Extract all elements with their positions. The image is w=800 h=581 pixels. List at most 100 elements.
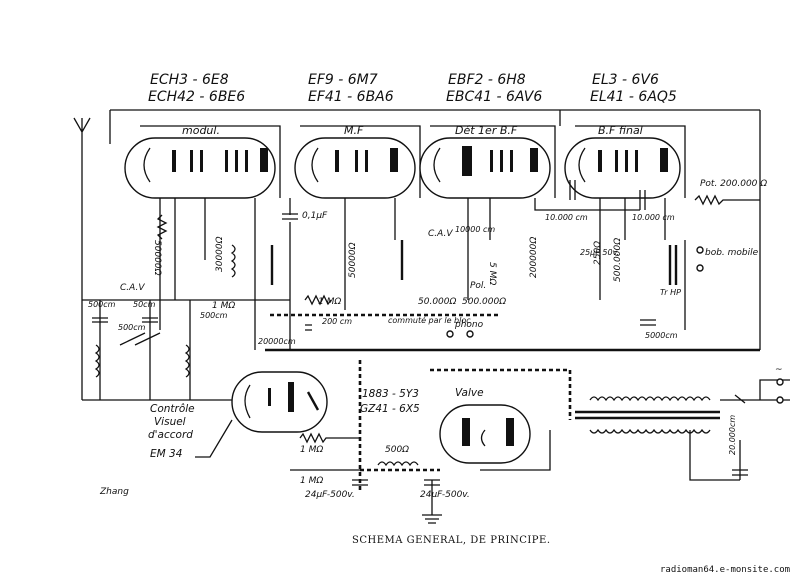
tube3-designation-1: EBF2 - 6H8 — [448, 72, 526, 88]
capacitor-500cm-a-label: 500cm — [88, 300, 116, 309]
tube-detector: Dét 1er B.F — [419, 124, 551, 199]
bob-mobile-label: bob. mobile — [705, 248, 759, 258]
speaker-terminal-a — [696, 246, 704, 254]
resistor-500k-pot-label: 500.000Ω — [462, 297, 506, 307]
filament-dashed-feed — [430, 368, 572, 420]
eye-tube-type: EM 34 — [150, 448, 182, 460]
resistor-1m-eye-label: 1 MΩ — [300, 445, 323, 455]
tube1-designation-1: ECH3 - 6E8 — [150, 72, 229, 88]
tube4-designation-1: EL3 - 6V6 — [592, 72, 659, 88]
capacitor-24uf-b-label: 24μF-500v. — [420, 490, 470, 500]
tube3-designation-2: EBC41 - 6AV6 — [446, 89, 542, 105]
power-transformer — [575, 396, 720, 434]
cav-left-label: C.A.V — [120, 283, 145, 293]
eye-pointer — [195, 419, 233, 458]
tube-output-stage: B.F final — [598, 124, 643, 137]
potentiometer-top-label: Pot. 200.000 Ω — [700, 179, 767, 189]
tube4-designation-2: EL41 - 6AQ5 — [590, 89, 677, 105]
resistor-500k-label: 500.000Ω — [613, 238, 623, 282]
capacitor-5000cm-label: 5000cm — [645, 331, 678, 340]
speaker-terminal-b — [696, 264, 704, 272]
tube-rectifier — [439, 404, 531, 464]
resistor-50k-if-label: 50000Ω — [348, 242, 358, 278]
phono-jack-a — [446, 330, 454, 338]
capacitor-20000cm-b — [732, 469, 748, 476]
capacitor-50cm — [142, 317, 158, 323]
switch-note-label: commuté par le bloc — [388, 315, 471, 325]
capacitor-0-1uf — [282, 213, 298, 220]
output-transformer — [668, 245, 678, 285]
capacitor-5000cm — [640, 319, 656, 326]
capacitor-24uf-a-label: 24μF-500v. — [305, 490, 355, 500]
capacitor-10000cm-c-label: 10.000 cm — [632, 213, 675, 222]
mains-terminal-a — [776, 378, 784, 386]
resistor-1m-a-label: 1 MΩ — [212, 301, 235, 311]
coil-oscillator — [184, 344, 190, 378]
resistor-5m-label: 5 MΩ — [487, 262, 497, 285]
tuning-capacitor — [119, 332, 161, 346]
mains-wiring — [480, 379, 790, 481]
signature: Zhang — [99, 487, 129, 497]
capacitor-20000cm-a-label: 20000cm — [258, 337, 296, 346]
antenna-symbol — [73, 117, 91, 400]
capacitor-200cm — [305, 324, 312, 331]
eye-label-1: Contrôle — [150, 403, 195, 415]
mains-symbol: ~ — [775, 365, 783, 375]
resistor-1m-eye-b-label: 1 MΩ — [300, 476, 323, 486]
filter-choke — [377, 461, 419, 467]
diagram-caption: SCHEMA GENERAL, DE PRINCIPE. — [352, 535, 551, 546]
coil-antenna — [94, 344, 100, 378]
tube-if-stage: M.F — [344, 124, 364, 137]
resistor-50k-osc — [156, 214, 168, 240]
tube2-designation-1: EF9 - 6M7 — [308, 72, 378, 88]
capacitor-10000cm-b-label: 10.000 cm — [545, 213, 588, 222]
phono-label: phono — [454, 320, 484, 330]
coupling-capacitor-a — [569, 180, 576, 200]
ht-dashed-feed — [358, 360, 440, 490]
pot-mid-label: Pol. — [470, 281, 486, 291]
resistor-30k-label: 30000Ω — [215, 236, 225, 272]
coil-osc — [230, 244, 236, 278]
capacitor-500cm-b-label: 500cm — [118, 323, 146, 332]
tube2-designation-2: EF41 - 6BA6 — [308, 89, 394, 105]
cav-top-label: C.A.V — [428, 229, 453, 239]
site-credit: radioman64.e-monsite.com — [660, 565, 790, 575]
resistor-50k-osc-label: 50000Ω — [152, 240, 162, 276]
capacitor-20000cm-b-label: 20.000cm — [728, 415, 737, 455]
capacitor-500cm-c-label: 500cm — [200, 311, 228, 320]
rectifier-valve-label: Valve — [455, 387, 484, 399]
ground-symbol — [422, 514, 442, 524]
resistor-1m-eye — [299, 432, 360, 444]
tube-power-output: B.F final — [564, 124, 681, 199]
tube-detector-stage: Dét 1er B.F — [455, 124, 518, 137]
eye-label-2: Visuel — [154, 416, 186, 428]
capacitor-24uf-a — [352, 479, 368, 486]
phono-jack-b — [466, 330, 474, 338]
potentiometer-top — [694, 194, 760, 206]
choke-500-label: 500Ω — [385, 445, 409, 455]
resistor-250-label: 250Ω — [593, 241, 603, 265]
capacitor-50cm-label: 50cm — [133, 300, 156, 309]
tube-modulator-stage: modul. — [182, 124, 220, 137]
coupling-capacitor-b — [639, 190, 646, 210]
capacitor-25uf-label: 25μF 50v. — [580, 248, 619, 257]
tr-hp-label: Tr HP — [660, 288, 681, 297]
tube-tuning-eye — [231, 371, 328, 433]
resistor-1m-b — [304, 294, 332, 306]
eye-label-3: d'accord — [148, 429, 193, 441]
rectifier-designation-2: GZ41 - 6X5 — [360, 403, 420, 415]
tube1-designation-2: ECH42 - 6BE6 — [148, 89, 245, 105]
mains-terminal-b — [776, 396, 784, 404]
capacitor-24uf-b — [424, 479, 440, 486]
capacitor-0-1uf-label: 0,1μF — [302, 211, 328, 221]
rectifier-designation-1: 1883 - 5Y3 — [362, 388, 419, 400]
capacitor-200cm-label: 200 cm — [322, 317, 352, 326]
capacitor-500cm-a — [92, 317, 108, 323]
resistor-50k-det-label: 50.000Ω — [418, 297, 456, 307]
top-bus — [109, 109, 760, 144]
resistor-200k-label: 200000Ω — [529, 237, 539, 278]
tube-if-amplifier: M.F — [294, 124, 416, 199]
tube-modulator: modul. — [124, 124, 276, 199]
capacitor-10000cm-a-label: 10000 cm — [455, 225, 495, 234]
